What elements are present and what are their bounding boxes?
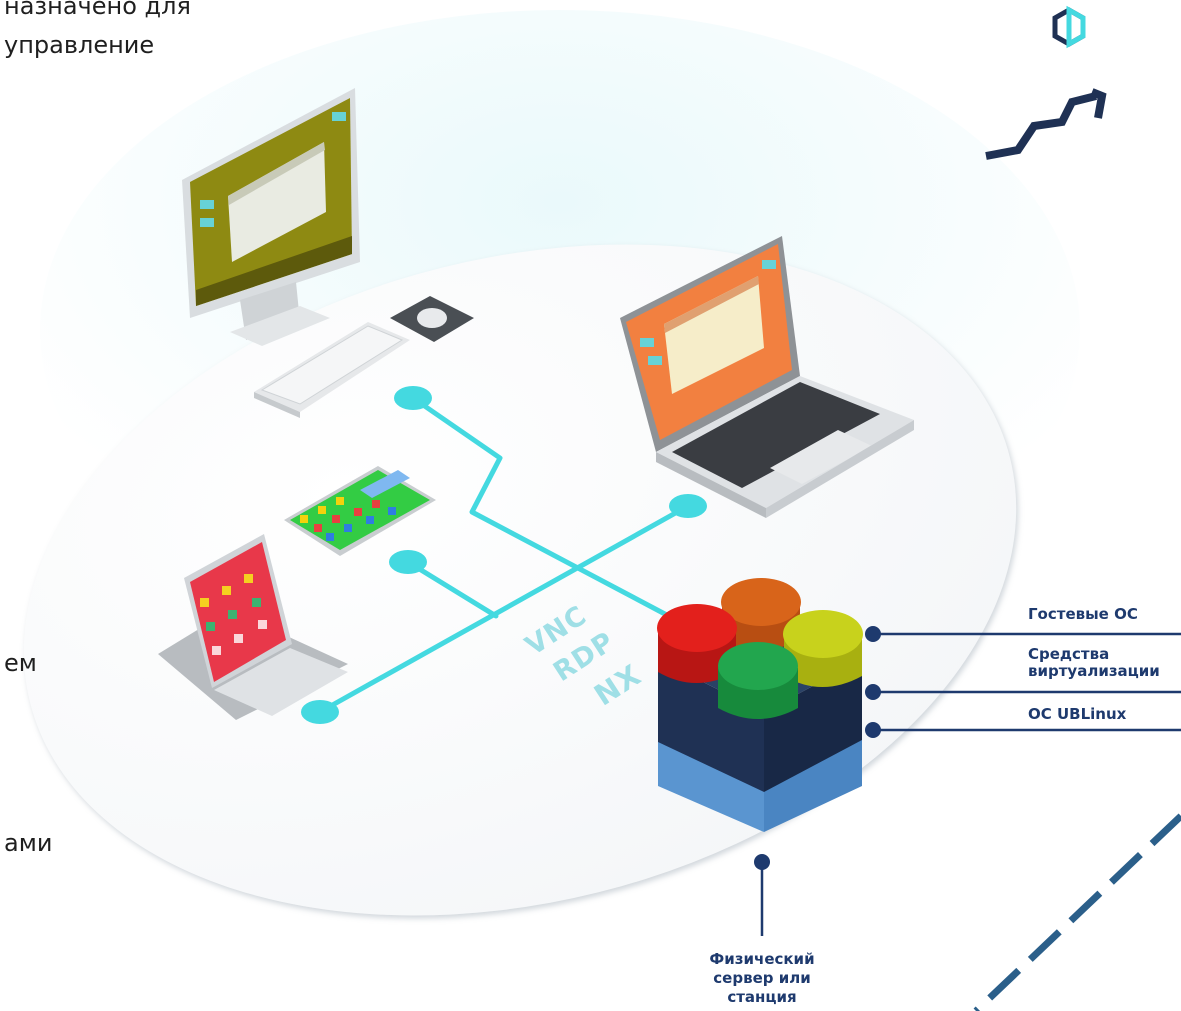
intro-line-1: назначено для [4, 0, 191, 20]
cube-yellow [783, 610, 863, 687]
node-monitor [394, 386, 432, 410]
callout-dots [754, 626, 881, 870]
label-server-2: сервер или [713, 969, 811, 987]
side-text-2: ами [4, 829, 53, 857]
label-server-3: станция [727, 988, 797, 1006]
network-nodes [301, 386, 707, 724]
intro-line-2: управление [4, 31, 155, 59]
zigzag-icon [985, 88, 1107, 160]
tablet-icon [158, 534, 348, 720]
server-cube-icon [657, 578, 863, 832]
network-lines [317, 395, 691, 715]
hexagon-icon [1052, 5, 1086, 49]
laptop-icon [620, 236, 914, 518]
label-virtualization-2: виртуализации [1028, 662, 1160, 680]
label-host-os: ОС UBLinux [1028, 705, 1127, 723]
cube-red [657, 604, 737, 683]
side-text-1: ем [4, 649, 37, 677]
dashed-swoosh [973, 813, 1181, 1011]
phone-icon [284, 466, 436, 556]
label-guest-os: Гостевые ОС [1028, 605, 1138, 623]
cube-orange [721, 578, 801, 650]
cube-green [718, 642, 798, 719]
label-virtualization-1: Средства [1028, 645, 1110, 663]
node-phone [389, 550, 427, 574]
label-server-1: Физический [709, 950, 815, 968]
monitor-icon [182, 88, 474, 418]
node-tablet [301, 700, 339, 724]
layer-callouts [760, 632, 1181, 936]
node-laptop [669, 494, 707, 518]
